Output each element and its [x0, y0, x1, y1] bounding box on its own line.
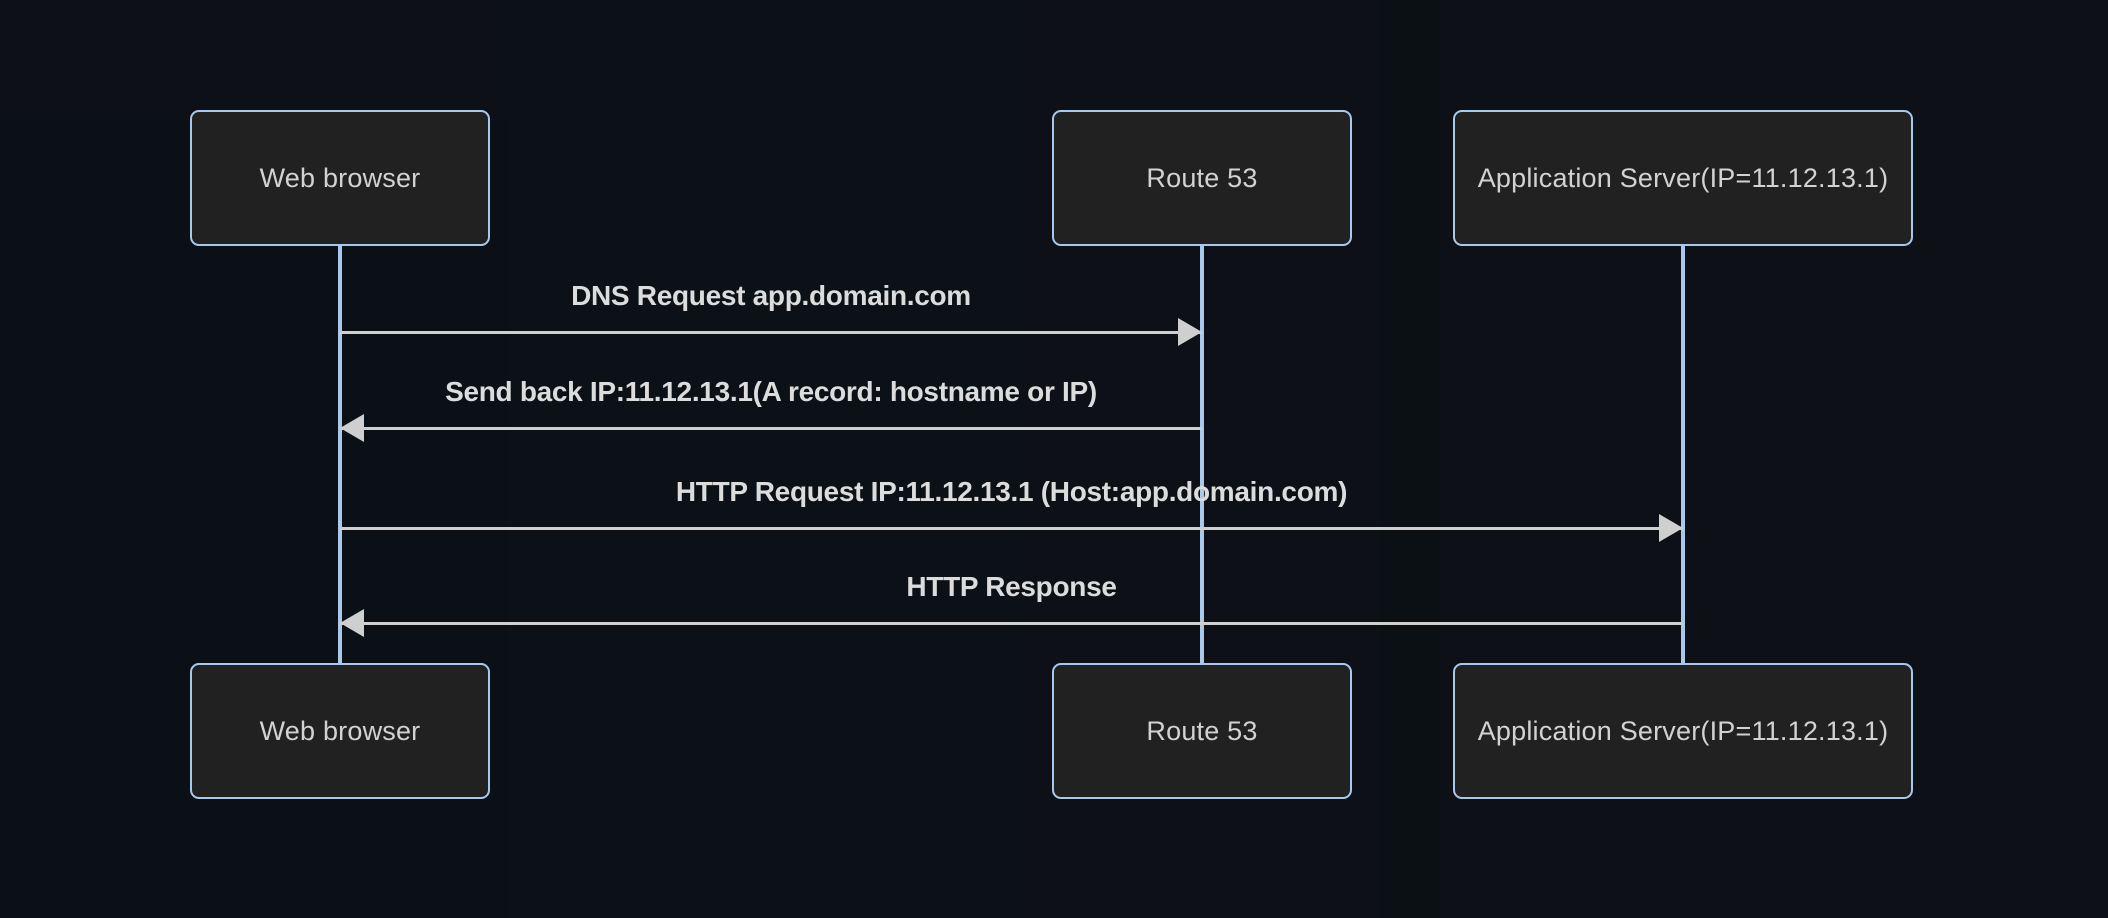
participant-box-appserver-top[interactable]: Application Server(IP=11.12.13.1): [1453, 110, 1913, 246]
participant-box-browser-top[interactable]: Web browser: [190, 110, 490, 246]
message-label-m1: DNS Request app.domain.com: [571, 280, 971, 311]
message-line-m1: [340, 331, 1202, 334]
message-label-m3: HTTP Request IP:11.12.13.1 (Host:app.dom…: [675, 476, 1348, 507]
arrow-head-m4: [340, 609, 364, 637]
message-line-m2: [340, 427, 1202, 430]
participant-box-route53-bottom[interactable]: Route 53: [1052, 663, 1352, 799]
arrow-head-m1: [1178, 318, 1202, 346]
participant-box-appserver-bottom[interactable]: Application Server(IP=11.12.13.1): [1453, 663, 1913, 799]
message-line-m4: [340, 622, 1683, 625]
arrow-head-m3: [1659, 514, 1683, 542]
lifeline-appserver: [1681, 246, 1685, 663]
arrow-head-m2: [340, 414, 364, 442]
participant-box-browser-bottom[interactable]: Web browser: [190, 663, 490, 799]
lifeline-route53: [1200, 246, 1204, 663]
message-line-m3: [340, 527, 1683, 530]
lifeline-browser: [338, 246, 342, 663]
message-label-m4: HTTP Response: [906, 571, 1117, 602]
message-label-m2: Send back IP:11.12.13.1(A record: hostna…: [445, 376, 1097, 407]
participant-box-route53-top[interactable]: Route 53: [1052, 110, 1352, 246]
